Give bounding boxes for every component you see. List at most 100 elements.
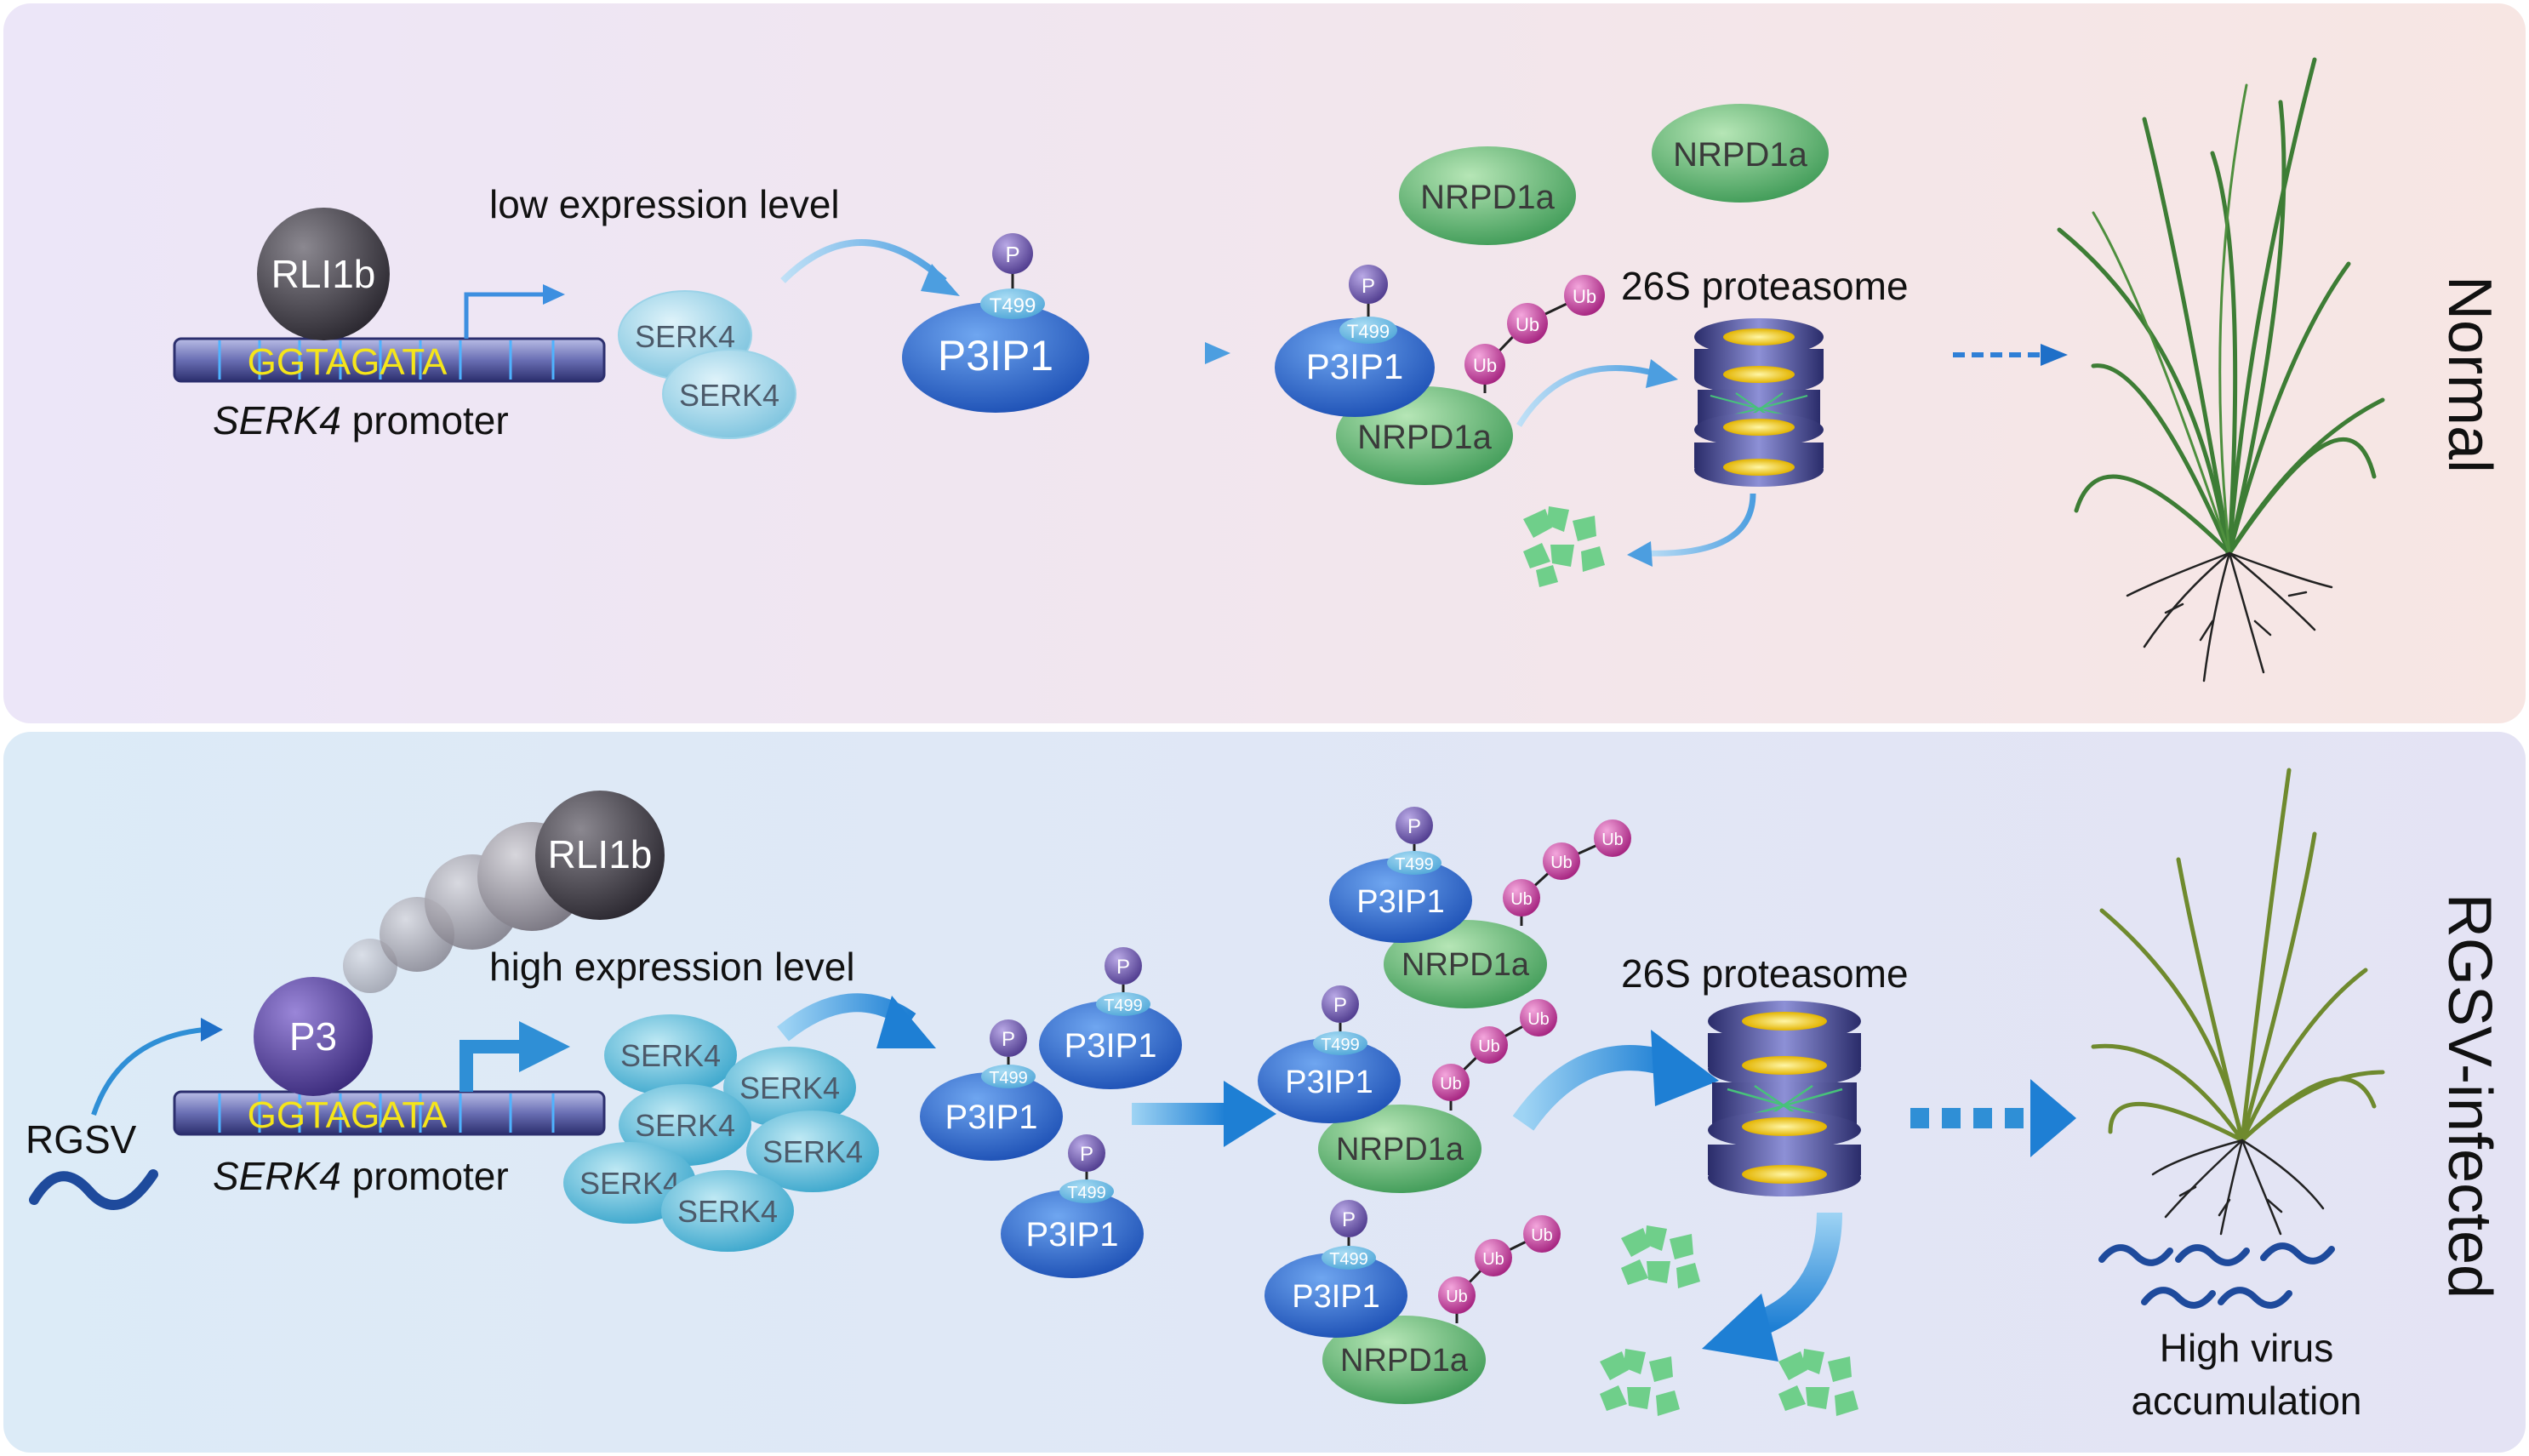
- svg-text:P3IP1: P3IP1: [1356, 884, 1445, 920]
- ubiquitin: Ub: [1470, 1026, 1508, 1064]
- svg-text:NRPD1a: NRPD1a: [1673, 136, 1808, 174]
- infection-arrow: [91, 1027, 205, 1116]
- svg-text:T499: T499: [1321, 1036, 1360, 1054]
- peptide-fragments: [1778, 1349, 1858, 1416]
- svg-text:SERK4: SERK4: [679, 378, 779, 413]
- promoter-label: SERK4 promoter: [213, 398, 509, 443]
- degradation-arrowhead: [1646, 359, 1678, 388]
- svg-text:P3IP1: P3IP1: [1306, 346, 1403, 386]
- svg-text:T499: T499: [989, 1069, 1028, 1088]
- interaction-arrowhead: [1205, 342, 1230, 364]
- expression-label: high expression level: [489, 945, 855, 989]
- degradation-arrow: [1516, 365, 1660, 427]
- healthy-rice-plant: [2057, 57, 2385, 682]
- peptide-fragments: [1600, 1349, 1680, 1416]
- p3ip1-nrpd1a-complex: NRPD1a P T499 P3IP1: [1329, 807, 1613, 1008]
- outcome-label-line1: High virus: [2160, 1326, 2334, 1370]
- svg-text:SERK4: SERK4: [635, 319, 735, 354]
- svg-text:RLI1b: RLI1b: [548, 832, 653, 876]
- ubiquitin: Ub: [1594, 819, 1631, 857]
- svg-text:T499: T499: [1104, 996, 1143, 1015]
- svg-text:Ub: Ub: [1573, 286, 1596, 307]
- svg-text:T499: T499: [990, 294, 1036, 317]
- ubiquitin: Ub: [1507, 303, 1548, 344]
- proteasome-26s: [1694, 318, 1824, 487]
- svg-text:T499: T499: [1347, 321, 1390, 342]
- proteasome-26s: [1708, 1001, 1861, 1196]
- proteasome-label: 26S proteasome: [1621, 264, 1909, 308]
- p3ip1-protein: P T499 P3IP1: [920, 1019, 1063, 1161]
- svg-text:NRPD1a: NRPD1a: [1357, 419, 1493, 456]
- svg-text:P: P: [1362, 275, 1375, 298]
- svg-text:SERK4: SERK4: [762, 1134, 863, 1169]
- motif-label: GGTAGATA: [248, 1094, 448, 1136]
- svg-text:P3IP1: P3IP1: [1026, 1216, 1119, 1253]
- ubiquitin: Ub: [1564, 275, 1605, 316]
- serk4-protein: SERK4: [661, 1170, 794, 1252]
- infected-rice-plant: [2091, 768, 2385, 1236]
- svg-text:Ub: Ub: [1446, 1288, 1468, 1306]
- p3ip1-protein: P T499 P3IP1: [1039, 947, 1182, 1089]
- svg-text:Ub: Ub: [1601, 831, 1624, 849]
- phosphorylation-arrowhead: [876, 996, 936, 1048]
- svg-text:Ub: Ub: [1550, 854, 1573, 872]
- motif-label: GGTAGATA: [248, 341, 448, 383]
- svg-text:NRPD1a: NRPD1a: [1340, 1343, 1469, 1379]
- svg-text:P: P: [1333, 994, 1347, 1017]
- svg-text:P3IP1: P3IP1: [938, 332, 1053, 380]
- proteasome-label: 26S proteasome: [1621, 951, 1909, 996]
- ubiquitin: Ub: [1438, 1276, 1476, 1314]
- svg-text:P3IP1: P3IP1: [945, 1099, 1038, 1136]
- nrpd1a-protein: NRPD1a: [1652, 104, 1829, 203]
- svg-text:P: P: [1005, 242, 1019, 267]
- outcome-arrow: [1953, 344, 2068, 366]
- interaction-arrow: [1132, 1103, 1225, 1125]
- svg-text:RLI1b: RLI1b: [271, 252, 376, 296]
- tss-arrow: [460, 1040, 521, 1092]
- p3ip1-nrpd1a-complex: NRPD1a P T499 P3IP1: [1264, 1200, 1543, 1404]
- svg-text:P3: P3: [289, 1014, 337, 1059]
- normal-panel: [3, 3, 2526, 723]
- tss-arrowhead: [519, 1021, 570, 1072]
- svg-text:P: P: [1116, 956, 1130, 979]
- peptide-fragments: [1621, 1225, 1700, 1288]
- svg-text:P3IP1: P3IP1: [1065, 1027, 1157, 1065]
- ubiquitin: Ub: [1523, 1215, 1561, 1253]
- expression-label: low expression level: [489, 182, 840, 226]
- serk4-protein: SERK4: [604, 1014, 737, 1096]
- peptide-fragments: [1523, 506, 1605, 587]
- ubiquitin: Ub: [1432, 1064, 1470, 1101]
- fragment-arrow: [1641, 493, 1756, 557]
- phosphorylation-arrow: [780, 239, 947, 283]
- phosphorylation-arrowhead: [921, 264, 960, 296]
- rli1b-repressor: RLI1b: [257, 208, 390, 340]
- ubiquitin: Ub: [1475, 1239, 1512, 1276]
- serk4-protein: SERK4: [746, 1111, 879, 1192]
- svg-text:P: P: [1080, 1143, 1093, 1166]
- rgsv-virus-icon: [29, 1169, 158, 1210]
- p3ip1-nrpd1a-complex: NRPD1a P3IP1 T499 P: [1275, 265, 1584, 485]
- svg-text:Ub: Ub: [1482, 1250, 1504, 1269]
- svg-text:P3IP1: P3IP1: [1292, 1279, 1380, 1315]
- outcome-arrow: [1910, 1079, 2076, 1157]
- serk4-protein: SERK4: [662, 349, 796, 439]
- svg-text:Ub: Ub: [1516, 314, 1539, 335]
- svg-text:NRPD1a: NRPD1a: [1402, 947, 1530, 983]
- degradation-arrow: [1512, 1045, 1672, 1131]
- tss-arrowhead: [543, 284, 565, 305]
- svg-text:SERK4: SERK4: [620, 1038, 721, 1073]
- ubiquitin: Ub: [1543, 842, 1580, 880]
- condition-label-normal: Normal: [2435, 276, 2503, 473]
- svg-text:T499: T499: [1067, 1184, 1106, 1202]
- svg-text:Ub: Ub: [1473, 355, 1497, 376]
- infection-arrowhead: [201, 1018, 223, 1042]
- svg-text:T499: T499: [1395, 855, 1434, 874]
- tss-arrow: [464, 292, 545, 339]
- ubiquitin: Ub: [1503, 879, 1540, 916]
- p3-viral-protein: P3: [254, 977, 373, 1096]
- svg-text:P: P: [1407, 815, 1421, 838]
- p3ip1-nrpd1a-complex: NRPD1a P T499 P3IP1: [1258, 985, 1539, 1193]
- svg-text:SERK4: SERK4: [635, 1108, 735, 1143]
